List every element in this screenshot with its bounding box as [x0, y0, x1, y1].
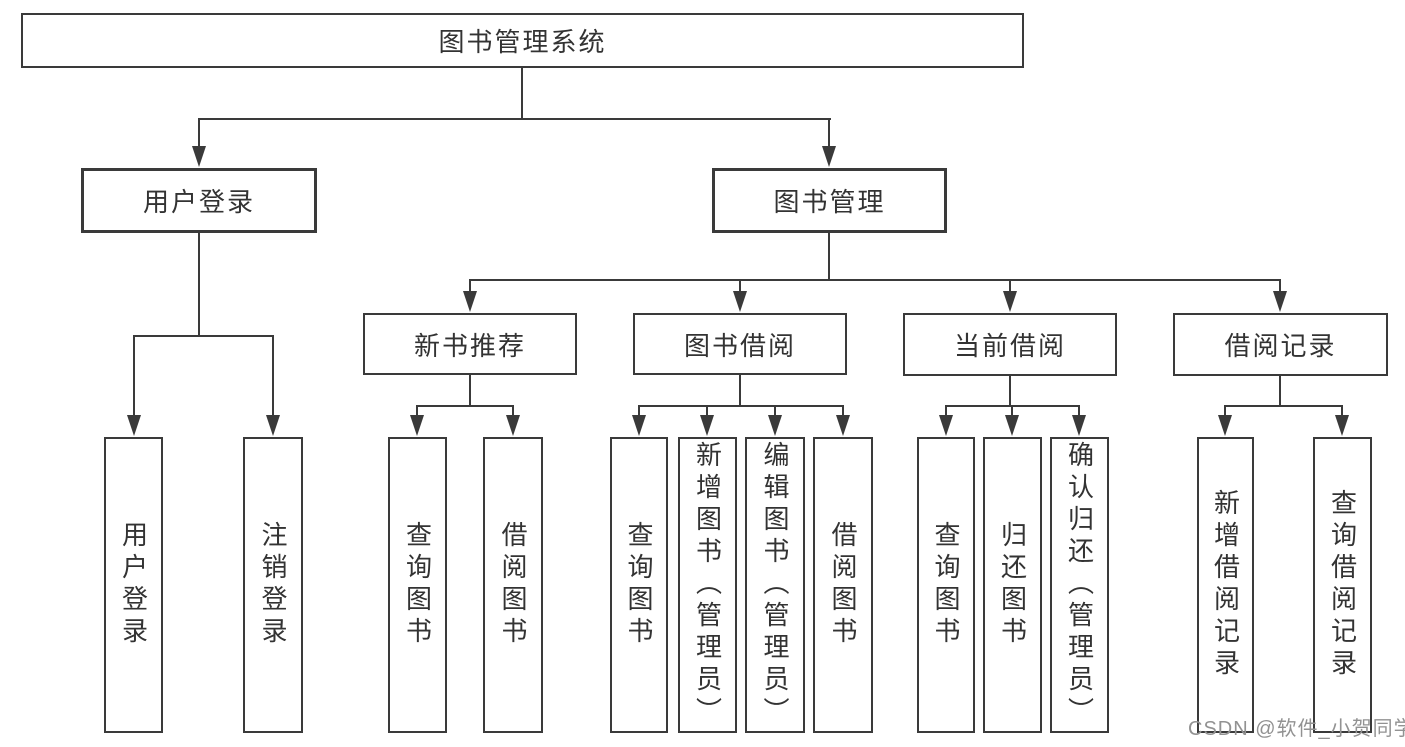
leaf-borrow-books-recommend: 借阅图书	[483, 437, 543, 733]
connector-drop-borrow-records	[1279, 279, 1281, 292]
arrow-down-icon	[1273, 291, 1287, 312]
arrow-down-icon	[506, 415, 520, 436]
leaf-query-books-borrow: 查询图书	[610, 437, 668, 733]
node-new-book-recommend: 新书推荐	[363, 313, 577, 375]
leaf-label: 借阅图书	[828, 521, 858, 649]
connector-drop-current-borrow	[1009, 279, 1011, 292]
leaf-logout: 注销登录	[243, 437, 303, 733]
leaf-edit-book-admin: 编辑图书（管理员）	[745, 437, 805, 733]
connector-newbook-stem	[469, 375, 471, 405]
connector-currentborrow-stem	[1009, 376, 1011, 405]
connector-drop	[638, 405, 640, 416]
connector-drop-book-management	[828, 118, 830, 147]
arrow-down-icon	[822, 146, 836, 167]
node-borrow-records: 借阅记录	[1173, 313, 1388, 376]
arrow-down-icon	[127, 415, 141, 436]
connector-userlogin-stem	[198, 233, 200, 335]
arrow-down-icon	[410, 415, 424, 436]
connector-drop	[842, 405, 844, 416]
arrow-down-icon	[266, 415, 280, 436]
arrow-down-icon	[1003, 291, 1017, 312]
connector-drop	[1011, 405, 1013, 416]
arrow-down-icon	[1335, 415, 1349, 436]
node-book-borrow: 图书借阅	[633, 313, 847, 375]
leaf-confirm-return-admin: 确认归还（管理员）	[1050, 437, 1109, 733]
leaf-label: 查询借阅记录	[1327, 489, 1358, 681]
leaf-label: 注销登录	[258, 521, 288, 649]
arrow-down-icon	[463, 291, 477, 312]
connector-bookborrow-stem	[739, 375, 741, 405]
arrow-down-icon	[939, 415, 953, 436]
leaf-label: 查询图书	[624, 521, 654, 649]
connector-drop	[512, 405, 514, 416]
connector-rail-newbook	[416, 405, 514, 407]
connector-drop-leaf-user-login	[133, 335, 135, 416]
connector-rail-level3	[469, 279, 1281, 281]
connector-root-stem	[521, 68, 523, 118]
connector-bookmgmt-stem	[828, 233, 830, 279]
node-root-system: 图书管理系统	[21, 13, 1024, 68]
connector-rail-borrowrecords	[1224, 405, 1343, 407]
leaf-label: 新增借阅记录	[1210, 489, 1241, 681]
connector-drop	[706, 405, 708, 416]
node-book-management: 图书管理	[712, 168, 947, 233]
arrow-down-icon	[1005, 415, 1019, 436]
leaf-borrow-books: 借阅图书	[813, 437, 873, 733]
connector-drop-leaf-logout	[272, 335, 274, 416]
arrow-down-icon	[836, 415, 850, 436]
connector-drop-book-borrow	[739, 279, 741, 292]
connector-drop-user-login	[198, 118, 200, 147]
connector-drop	[1224, 405, 1226, 416]
connector-rail-bookborrow	[638, 405, 844, 407]
node-current-borrow: 当前借阅	[903, 313, 1117, 376]
leaf-add-book-admin: 新增图书（管理员）	[678, 437, 737, 733]
leaf-query-borrow-record: 查询借阅记录	[1313, 437, 1372, 733]
leaf-label: 查询图书	[931, 521, 961, 649]
connector-drop	[774, 405, 776, 416]
connector-drop-new-book	[469, 279, 471, 292]
connector-rail-userlogin	[133, 335, 274, 337]
leaf-query-books-recommend: 查询图书	[388, 437, 447, 733]
arrow-down-icon	[768, 415, 782, 436]
arrow-down-icon	[700, 415, 714, 436]
arrow-down-icon	[733, 291, 747, 312]
arrow-down-icon	[192, 146, 206, 167]
leaf-label: 借阅图书	[498, 521, 528, 649]
leaf-query-books-current: 查询图书	[917, 437, 975, 733]
connector-drop	[1341, 405, 1343, 416]
connector-rail-level2	[198, 118, 831, 120]
leaf-label: 新增图书（管理员）	[692, 441, 723, 729]
node-user-login: 用户登录	[81, 168, 317, 233]
connector-drop	[945, 405, 947, 416]
csdn-watermark: CSDN @软件_小贺同学	[1188, 718, 1405, 740]
arrow-down-icon	[1072, 415, 1086, 436]
leaf-label: 用户登录	[118, 521, 149, 649]
connector-borrowrecords-stem	[1279, 376, 1281, 405]
arrow-down-icon	[632, 415, 646, 436]
leaf-label: 查询图书	[402, 521, 433, 649]
leaf-label: 归还图书	[997, 521, 1028, 649]
leaf-label: 确认归还（管理员）	[1064, 441, 1095, 729]
leaf-user-login: 用户登录	[104, 437, 163, 733]
connector-drop	[416, 405, 418, 416]
leaf-label: 编辑图书（管理员）	[760, 441, 790, 729]
leaf-add-borrow-record: 新增借阅记录	[1197, 437, 1254, 733]
leaf-return-book: 归还图书	[983, 437, 1042, 733]
connector-drop	[1078, 405, 1080, 416]
arrow-down-icon	[1218, 415, 1232, 436]
